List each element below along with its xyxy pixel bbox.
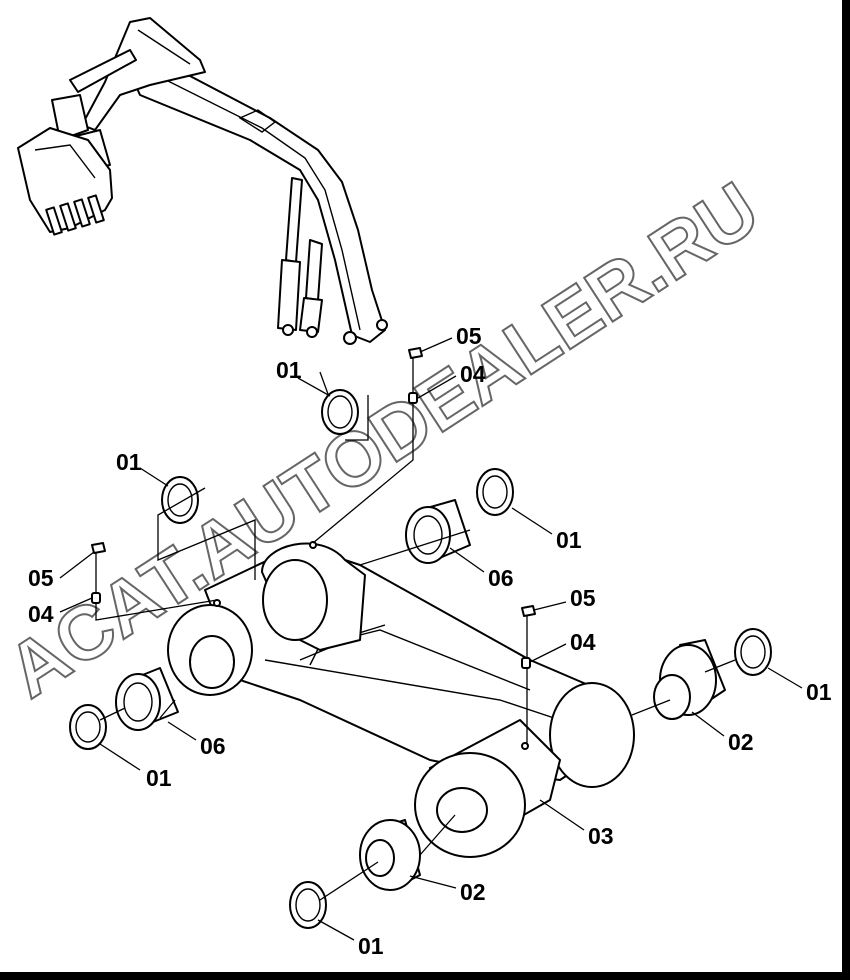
callout-02: 02 xyxy=(460,879,486,905)
callout-06: 06 xyxy=(200,733,226,759)
callout-03: 03 xyxy=(588,823,614,849)
part-ring-01-bottom xyxy=(289,881,327,929)
boom-base-link xyxy=(167,541,635,858)
callout-01: 01 xyxy=(276,357,302,383)
callout-01: 01 xyxy=(358,933,384,959)
callout-01: 01 xyxy=(116,449,142,475)
callout-01: 01 xyxy=(146,765,172,791)
callout-06: 06 xyxy=(488,565,514,591)
excavator-arm-illustration xyxy=(17,17,388,345)
part-bushing-02-low xyxy=(359,819,421,891)
callout-04: 04 xyxy=(460,361,486,387)
callout-04: 04 xyxy=(28,601,54,627)
callout-05: 05 xyxy=(28,565,54,591)
part-ring-01-mid xyxy=(476,468,514,516)
part-bushing-06-left xyxy=(115,667,179,731)
part-ring-01-left xyxy=(161,476,199,524)
callout-01: 01 xyxy=(556,527,582,553)
callout-05: 05 xyxy=(456,323,482,349)
assembly-lines xyxy=(59,337,803,941)
callout-01: 01 xyxy=(806,679,832,705)
callout-05: 05 xyxy=(570,585,596,611)
callout-04: 04 xyxy=(570,629,596,655)
part-bushing-02-right xyxy=(653,639,726,720)
part-bushing-06-mid xyxy=(405,499,471,564)
grease-fitting-group-right xyxy=(521,605,536,669)
part-ring-01-leftlow xyxy=(69,704,107,750)
part-ring-01-top xyxy=(321,389,359,435)
part-ring-01-right xyxy=(734,628,772,676)
callout-labels: 01 05 04 01 01 06 05 04 05 04 01 02 06 0… xyxy=(28,323,832,959)
callout-02: 02 xyxy=(728,729,754,755)
